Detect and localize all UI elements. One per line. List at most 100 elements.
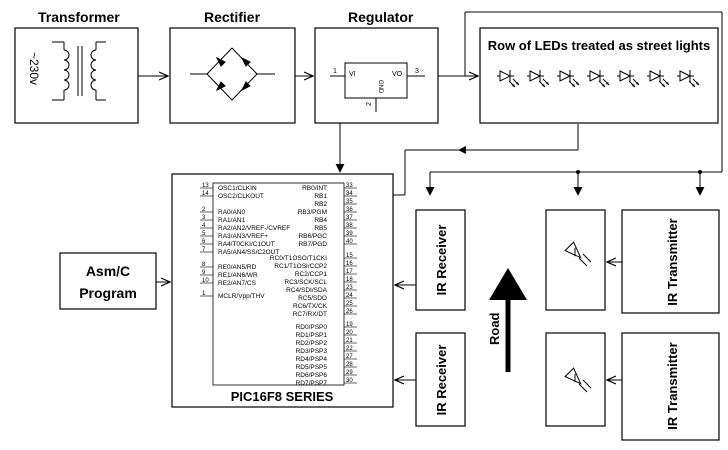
led-array — [497, 70, 700, 88]
pin-number: 28 — [346, 362, 353, 368]
pin-name: RB7/PGD — [298, 241, 327, 248]
pin-number: 33 — [346, 183, 353, 189]
pin-number: 15 — [346, 253, 353, 259]
regulator-pin3-num: 3 — [415, 68, 419, 75]
pin-name: RB5 — [314, 225, 327, 232]
ir-transmitter-1-label: IR Transmitter — [665, 218, 680, 305]
pin-number: 30 — [346, 378, 353, 384]
pin-number: 39 — [346, 231, 353, 237]
pic-left-pin: 9 RE1/AN6/WR — [200, 270, 258, 279]
pin-number: 37 — [346, 215, 353, 221]
pin-number: 21 — [346, 338, 353, 344]
ir-receiver-1-label: IR Receiver — [434, 225, 449, 296]
regulator-pin-gnd: GND — [377, 80, 383, 94]
street-light-led-icon — [677, 70, 700, 88]
regulator-ic-icon: VI VO GND 1 2 3 — [330, 62, 425, 112]
ir-receiver-1-block: IR Receiver — [415, 209, 466, 311]
pin-name: MCLR/Vpp/THV — [218, 293, 265, 300]
regulator-pin-vo: VO — [392, 71, 403, 78]
junction-dot — [698, 170, 702, 174]
pin-name: RC7/RX/DT — [293, 311, 327, 318]
pin-name: RC0/T1OSO/T1CKI — [270, 255, 327, 262]
pin-name: RE2/AN7/CS — [218, 280, 257, 287]
ir-led-1-icon — [564, 241, 592, 267]
pin-number: 40 — [346, 239, 353, 245]
ir-transmitter-2-block: IR Transmitter — [621, 332, 720, 441]
pin-name: RA3/AN3/VREF+ — [218, 233, 268, 240]
pin-number: 25 — [346, 301, 353, 307]
pic-title: PIC16F8 SERIES — [231, 389, 334, 404]
regulator-pin2-num: 2 — [366, 102, 373, 106]
pic-right-pin: 38 RB5 — [314, 223, 357, 232]
rectifier-title: Rectifier — [204, 9, 261, 25]
ir-receiver-2-label: IR Receiver — [434, 345, 449, 416]
pin-number: 17 — [346, 269, 353, 275]
pin-name: RD1/PSP1 — [296, 332, 328, 339]
pin-name: RC2/CCP1 — [295, 271, 328, 278]
pic-right-pin: 26 RC7/RX/DT — [293, 309, 357, 318]
pin-number: 38 — [346, 223, 353, 229]
pin-number: 4 — [202, 223, 206, 229]
pic-to-leds-line — [393, 124, 579, 196]
pin-name: RD3/PSP3 — [296, 348, 328, 355]
led-row-title: Row of LEDs treated as street lights — [488, 38, 711, 53]
junction-dot — [576, 170, 580, 174]
pin-number: 26 — [346, 309, 353, 315]
regulator-title: Regulator — [348, 9, 414, 25]
road-label: Road — [487, 312, 502, 345]
street-light-led-icon — [587, 70, 610, 88]
transformer-block: Transformer ~230v — [14, 9, 139, 124]
pin-name: RD0/PSP0 — [296, 324, 328, 331]
street-light-led-icon — [527, 70, 550, 88]
pin-name: RA0/AN0 — [218, 209, 245, 216]
bridge-rectifier-icon — [190, 47, 275, 101]
pin-name: OSC2/CLKOUT — [218, 193, 264, 200]
pic-right-pin: 33 RB0/INT — [302, 183, 357, 192]
pin-number: 24 — [346, 293, 353, 299]
pin-name: RE1/AN6/WR — [218, 272, 258, 279]
direction-arrow-icon — [458, 146, 466, 154]
pin-name: RA4/T0CKI/C1OUT — [218, 241, 275, 248]
regulator-pin-vi: VI — [349, 71, 356, 78]
pin-name: RC4/SDI/SDA — [286, 287, 327, 294]
pin-number: 3 — [202, 215, 206, 221]
pin-number: 2 — [202, 207, 206, 213]
pic-right-pin: 27 RD4/PSP4 — [296, 354, 357, 363]
pin-number: 7 — [202, 247, 206, 253]
pin-number: 9 — [202, 270, 206, 276]
regulator-block: Regulator VI VO GND 1 2 3 — [314, 9, 439, 124]
ir-led-2-block — [545, 332, 606, 427]
pin-name: OSC1/CLKIN — [218, 185, 257, 192]
asm-program-block: Asm/C Program — [59, 252, 157, 310]
ir-led-2-icon — [564, 367, 592, 393]
pin-name: RB4 — [314, 217, 327, 224]
pin-name: RC1/T1OSI/CCP2 — [274, 263, 327, 270]
pin-number: 13 — [202, 183, 209, 189]
transformer-symbol-icon — [52, 41, 106, 101]
led-row-block: Row of LEDs treated as street lights — [479, 27, 719, 124]
pin-name: RB6/PGC — [298, 233, 327, 240]
pin-number: 18 — [346, 277, 353, 283]
pic-left-pin: 13 OSC1/CLKIN — [200, 183, 257, 192]
pin-number: 10 — [202, 278, 209, 284]
pin-name: RB0/INT — [302, 185, 327, 192]
pin-number: 8 — [202, 262, 206, 268]
rectifier-block: Rectifier — [169, 9, 296, 124]
pin-name: RD4/PSP4 — [296, 356, 328, 363]
pin-number: 27 — [346, 354, 353, 360]
pin-name: RC3/SCK/SCL — [284, 279, 327, 286]
pin-number: 34 — [346, 191, 353, 197]
